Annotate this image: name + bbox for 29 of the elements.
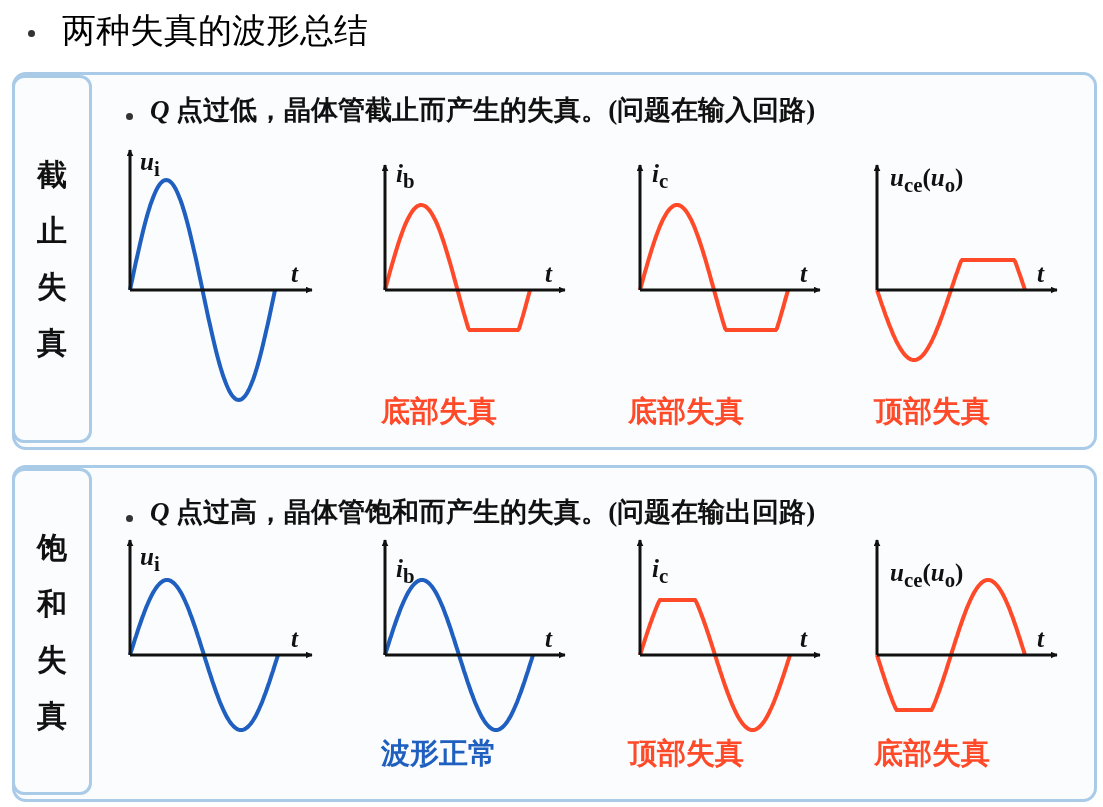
axis-label: u$_{ce}$(u$_{o}$): [890, 559, 964, 593]
axis-label: t: [1037, 260, 1044, 288]
side-label-box: 饱和失真: [12, 468, 92, 795]
axis-label: t: [800, 260, 807, 288]
waveform-caption: 顶部失真: [874, 394, 990, 429]
panel-card: [12, 465, 1097, 802]
axis-label: t: [545, 260, 552, 288]
waveform-caption: 底部失真: [874, 736, 990, 771]
axis-label: t: [545, 625, 552, 653]
waveform-caption: 顶部失真: [628, 736, 744, 771]
waveform-caption: 底部失真: [628, 394, 744, 429]
axis-label: u$_{i}$: [140, 148, 160, 182]
waveform-caption: 波形正常: [381, 736, 497, 771]
axis-label: t: [291, 625, 298, 653]
axis-label: i$_{b}$: [396, 160, 415, 194]
axis-label: i$_{c}$: [652, 555, 669, 589]
axis-label: i$_{c}$: [652, 160, 669, 194]
axis-label: t: [291, 260, 298, 288]
title: 两种失真的波形总结: [62, 11, 368, 51]
axis-label: u$_{i}$: [140, 543, 160, 577]
axis-label: i$_{b}$: [396, 555, 415, 589]
panel-heading: Q 点过低，晶体管截止而产生的失真。(问题在输入回路): [150, 94, 816, 127]
panel-card: [12, 72, 1097, 450]
panel-heading: Q 点过高，晶体管饱和而产生的失真。(问题在输出回路): [150, 496, 816, 529]
waveform-caption: 底部失真: [381, 394, 497, 429]
axis-label: t: [1037, 625, 1044, 653]
axis-label: t: [800, 625, 807, 653]
side-label-box: 截止失真: [12, 75, 92, 443]
axis-label: u$_{ce}$(u$_{o}$): [890, 164, 964, 198]
